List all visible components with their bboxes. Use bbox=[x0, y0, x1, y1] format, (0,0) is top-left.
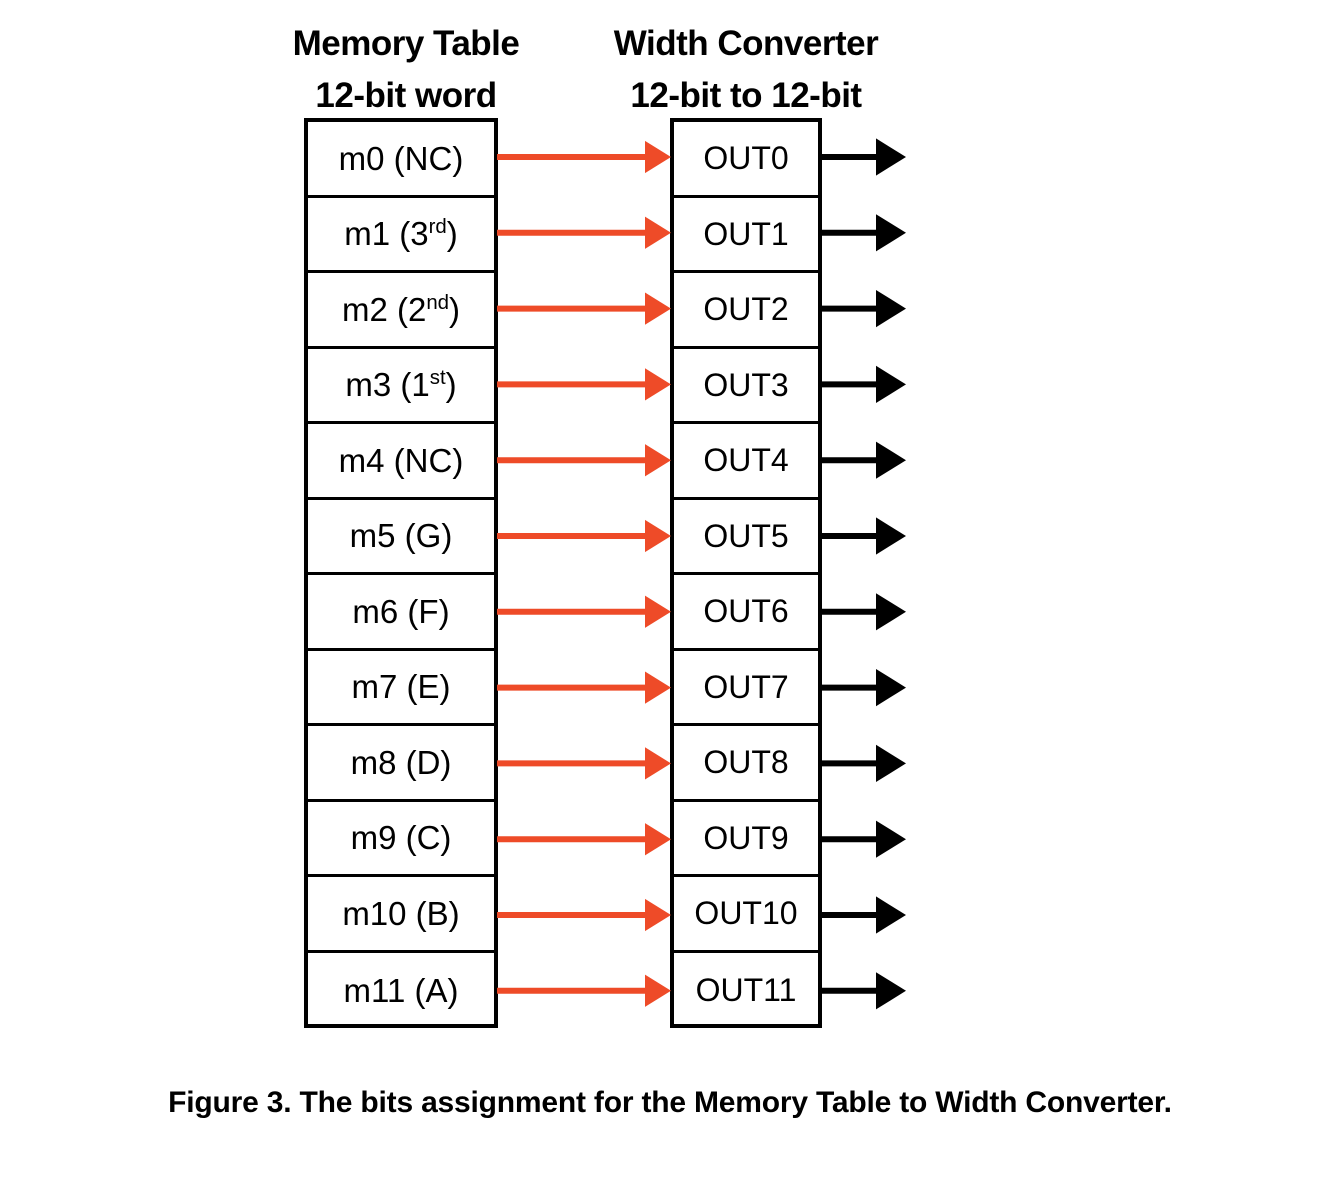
converter-cell-out1: OUT1 bbox=[674, 198, 818, 273]
converter-cell-label: OUT10 bbox=[694, 895, 798, 932]
memory-cell-label: m4 (NC) bbox=[338, 441, 464, 479]
converter-cell-label: OUT7 bbox=[703, 668, 789, 705]
mapping-arrow-head-3 bbox=[645, 368, 671, 401]
output-arrow-head-6 bbox=[876, 593, 906, 631]
mapping-arrow-head-11 bbox=[645, 974, 671, 1007]
converter-cell-out0: OUT0 bbox=[674, 122, 818, 198]
memory-table-column: m0 (NC) m1 (3rd) m2 (2nd) m3 (1st) m4 (NC) m5… bbox=[304, 118, 498, 1028]
converter-cell-out8: OUT8 bbox=[674, 726, 818, 802]
mapping-arrow-head-2 bbox=[645, 292, 671, 325]
converter-cell-label: OUT8 bbox=[703, 744, 789, 781]
memory-cell-m2: m2 (2nd) bbox=[308, 273, 494, 349]
memory-table-header-line2: 12-bit word bbox=[315, 76, 497, 115]
converter-cell-out3: OUT3 bbox=[674, 349, 818, 424]
mapping-arrow-head-4 bbox=[645, 444, 671, 477]
converter-cell-label: OUT6 bbox=[703, 593, 789, 630]
memory-cell-m0: m0 (NC) bbox=[308, 122, 494, 198]
converter-cell-label: OUT0 bbox=[703, 140, 789, 177]
memory-cell-label: m6 (F) bbox=[352, 592, 450, 630]
width-converter-header-line1: Width Converter bbox=[613, 24, 879, 63]
figure-caption: Figure 3. The bits assignment for the Me… bbox=[168, 1086, 1172, 1119]
output-arrow-head-7 bbox=[876, 669, 906, 707]
output-arrow-head-5 bbox=[876, 517, 906, 555]
memory-cell-m8: m8 (D) bbox=[308, 726, 494, 802]
converter-cell-out2: OUT2 bbox=[674, 273, 818, 349]
converter-cell-out6: OUT6 bbox=[674, 575, 818, 651]
mapping-arrow-head-1 bbox=[645, 216, 671, 249]
memory-cell-label: m2 (2nd) bbox=[341, 290, 461, 328]
output-arrow-head-9 bbox=[876, 820, 906, 858]
converter-cell-out7: OUT7 bbox=[674, 651, 818, 726]
memory-cell-label: m11 (A) bbox=[343, 971, 459, 1009]
memory-cell-m11: m11 (A) bbox=[308, 953, 494, 1029]
output-arrow-head-4 bbox=[876, 441, 906, 479]
mapping-arrow-head-9 bbox=[645, 823, 671, 856]
converter-cell-out9: OUT9 bbox=[674, 802, 818, 877]
mapping-arrow-head-7 bbox=[645, 671, 671, 704]
memory-cell-label: m0 (NC) bbox=[338, 139, 464, 177]
diagram-body: m0 (NC) m1 (3rd) m2 (2nd) m3 (1st) m4 (NC) m5… bbox=[304, 118, 906, 1028]
mapping-arrow-head-10 bbox=[645, 898, 671, 932]
converter-cell-label: OUT2 bbox=[703, 291, 789, 328]
width-converter-header-line2: 12-bit to 12-bit bbox=[630, 76, 862, 115]
memory-cell-m5: m5 (G) bbox=[308, 500, 494, 575]
output-arrow-head-1 bbox=[876, 214, 906, 252]
output-arrow-head-2 bbox=[876, 290, 906, 328]
memory-cell-m1: m1 (3rd) bbox=[308, 198, 494, 273]
memory-cell-m3: m3 (1st) bbox=[308, 349, 494, 424]
converter-cell-label: OUT9 bbox=[703, 819, 789, 856]
output-arrow-head-10 bbox=[876, 896, 906, 934]
mapping-arrow-head-6 bbox=[645, 595, 671, 628]
memory-cell-label: m1 (3rd) bbox=[344, 215, 458, 253]
memory-cell-label: m7 (E) bbox=[351, 668, 451, 706]
converter-cell-label: OUT3 bbox=[703, 366, 789, 403]
memory-cell-m10: m10 (B) bbox=[308, 877, 494, 953]
memory-cell-label: m9 (C) bbox=[350, 819, 452, 857]
memory-cell-m6: m6 (F) bbox=[308, 575, 494, 651]
output-arrow-head-0 bbox=[876, 138, 906, 176]
mapping-arrow-head-8 bbox=[645, 747, 671, 780]
converter-cell-out10: OUT10 bbox=[674, 877, 818, 953]
output-arrow-head-11 bbox=[876, 972, 906, 1010]
memory-cell-m4: m4 (NC) bbox=[308, 424, 494, 500]
output-arrow-head-3 bbox=[876, 365, 906, 403]
converter-cell-out4: OUT4 bbox=[674, 424, 818, 500]
memory-cell-m9: m9 (C) bbox=[308, 802, 494, 877]
converter-cell-out11: OUT11 bbox=[674, 953, 818, 1029]
converter-cell-label: OUT5 bbox=[703, 517, 789, 554]
memory-cell-label: m3 (1st) bbox=[345, 366, 457, 404]
memory-cell-label: m10 (B) bbox=[342, 894, 460, 932]
converter-cell-label: OUT11 bbox=[695, 972, 797, 1009]
output-arrow-head-8 bbox=[876, 744, 906, 782]
converter-cell-label: OUT4 bbox=[703, 442, 789, 479]
converter-cell-label: OUT1 bbox=[703, 215, 789, 252]
memory-cell-label: m5 (G) bbox=[349, 517, 453, 555]
memory-table-header-line1: Memory Table bbox=[292, 24, 520, 63]
mapping-arrow-head-0 bbox=[645, 140, 671, 174]
converter-cell-out5: OUT5 bbox=[674, 500, 818, 575]
memory-table-header: Memory Table 12-bit word bbox=[246, 18, 566, 122]
width-converter-header: Width Converter 12-bit to 12-bit bbox=[586, 18, 906, 122]
memory-cell-label: m8 (D) bbox=[350, 743, 452, 781]
mapping-arrow-head-5 bbox=[645, 519, 671, 553]
memory-cell-m7: m7 (E) bbox=[308, 651, 494, 726]
